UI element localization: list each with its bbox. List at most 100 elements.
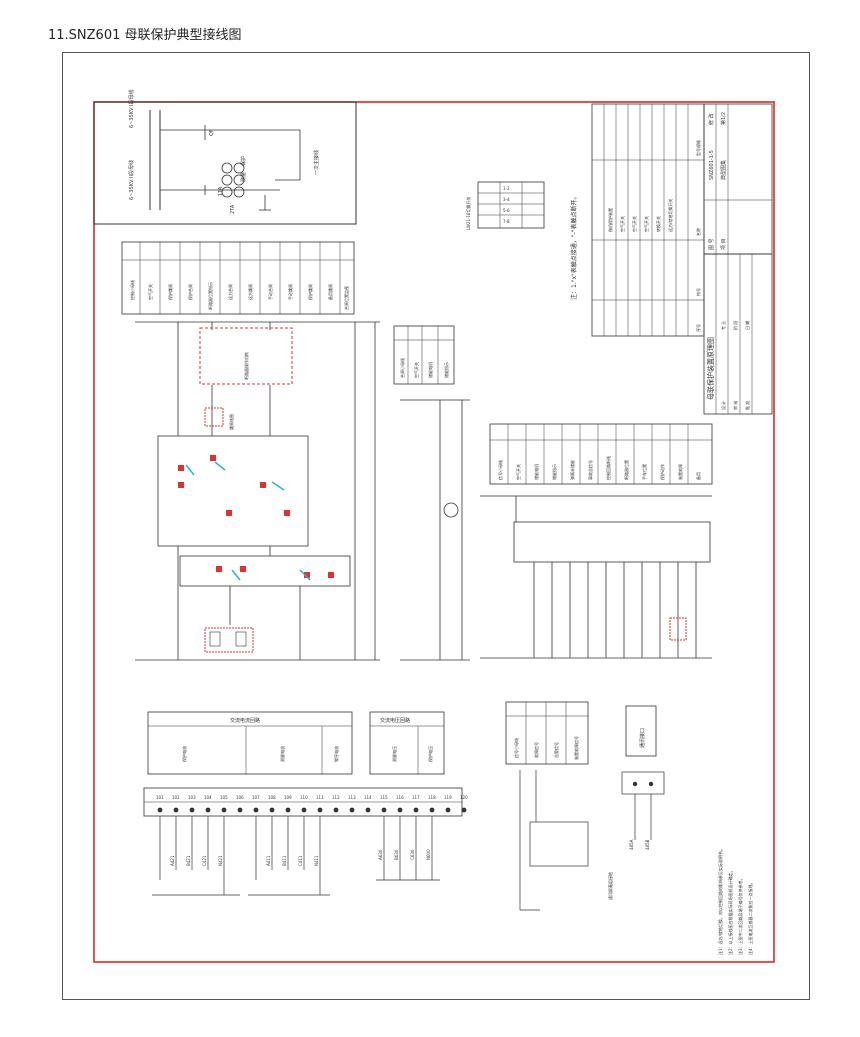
eq-header-model: 型号规格 bbox=[695, 140, 701, 156]
wire-label-4: A411 bbox=[266, 855, 271, 866]
anti-pump-box bbox=[204, 627, 254, 653]
ctl-func-9: 保护跳闸 bbox=[307, 284, 313, 300]
drawing-title: 母联保护装置原理图 bbox=[706, 337, 715, 400]
current-terminal-dot bbox=[189, 807, 195, 813]
eq-row-6: 远方/就地切换开关 bbox=[667, 199, 673, 232]
ctl-func-8: 手动跳闸 bbox=[287, 284, 293, 300]
current-terminal-label: 113 bbox=[348, 795, 356, 800]
note-4: 注4：上图电流互感器二次侧应一点接地。 bbox=[747, 880, 753, 955]
page-title: 11.SNZ601 母联保护典型接线图 bbox=[48, 28, 242, 43]
current-terminal-dot bbox=[157, 807, 163, 813]
role-stage: 阶 段 bbox=[732, 321, 738, 330]
title-block: SNZ601-1-5 典型图集 图 号 项 目 修 改 第1/2 母联保护装置原… bbox=[703, 103, 773, 415]
wire-label-5: B411 bbox=[282, 855, 287, 866]
voltage-terminal-dot bbox=[429, 807, 435, 813]
wire-label-0: A421 bbox=[170, 855, 175, 866]
current-terminal-label: 114 bbox=[364, 795, 372, 800]
wire-labels: A421 B421 C421 N421 A411 B411 C411 N411 … bbox=[170, 849, 431, 866]
eq-header-name: 名称 bbox=[695, 228, 701, 236]
current-terminal-label: 107 bbox=[252, 795, 260, 800]
motor-storage-table: 合闸小母线 空气开关 储能电机 储能指示 bbox=[393, 325, 455, 385]
role-date: 日 期 bbox=[744, 321, 750, 330]
current-terminal-dot bbox=[269, 807, 275, 813]
fault-func-3: 装置故障信号 bbox=[573, 736, 579, 760]
motor-func-1: 空气开关 bbox=[413, 362, 419, 378]
switch-pos-4: 7-8 bbox=[503, 219, 510, 224]
voltage-measure-label: 测量电压 bbox=[391, 746, 397, 762]
wire-label-1: B421 bbox=[186, 855, 191, 866]
voltage-protection-label: 保护电压 bbox=[427, 746, 433, 762]
current-terminal-label: 103 bbox=[188, 795, 196, 800]
voltage-terminal-dot bbox=[413, 807, 419, 813]
current-section-table: 交流电流回路 保护电流 测量电流 零序电流 bbox=[147, 711, 353, 775]
voltage-terminal-dot bbox=[381, 807, 387, 813]
comm-interface: 通讯接口 485A 485B 通讯屏蔽层接地 bbox=[607, 705, 665, 900]
qf-label: QF bbox=[209, 129, 215, 136]
voltage-terminal-label: 116 bbox=[396, 795, 404, 800]
sig-func-7: 断路器位置 bbox=[623, 460, 629, 480]
switch-pos-2: 3-4 bbox=[503, 197, 510, 202]
note-2: 注2：以上接线图应根据实际现场图纸设计确定。 bbox=[727, 868, 733, 955]
current-terminal-dot bbox=[237, 807, 243, 813]
vwire-label-0: A630 bbox=[378, 849, 383, 860]
primary-wiring-label: 一次主接线 bbox=[313, 150, 320, 175]
vwire-label-3: N600 bbox=[426, 849, 431, 860]
fault-func-2: 告警信号 bbox=[553, 742, 559, 758]
sig-func-10: 装置故障 bbox=[677, 464, 683, 480]
current-terminal-label: 104 bbox=[204, 795, 212, 800]
wire-label-2: C421 bbox=[202, 855, 207, 866]
motor-func-2: 储能电机 bbox=[427, 362, 433, 378]
signal-link-box bbox=[669, 617, 687, 641]
eq-row-5: 转换开关 bbox=[655, 216, 661, 232]
primary-wiring-section: 6~35KV I段母线 6~35KV II段母线 一次主接线 QF 保护 测量 … bbox=[93, 90, 357, 225]
current-zero-label: 零序电流 bbox=[333, 746, 339, 762]
drawing-sheet-border bbox=[62, 52, 810, 1000]
switch-position-table: LW21-16切换开关 1-2 3-4 5-6 7-8 bbox=[465, 181, 545, 230]
fault-func-1: 故障信号 bbox=[533, 742, 539, 758]
current-terminal-label: 105 bbox=[220, 795, 228, 800]
vwire-label-1: B630 bbox=[394, 849, 399, 860]
sig-func-0: 信号小母线 bbox=[497, 460, 503, 480]
sig-func-4: 弹簧未储能 bbox=[569, 460, 575, 480]
current-terminal-dot bbox=[285, 807, 291, 813]
eq-header-no: 序号 bbox=[695, 324, 701, 332]
eq-row-4: 空气开关 bbox=[643, 216, 649, 232]
switch-pos-3: 5-6 bbox=[503, 208, 510, 213]
voltage-terminal-dot bbox=[445, 807, 451, 813]
ctl-func-5: 远方合闸 bbox=[227, 284, 233, 300]
wire-label-3: N421 bbox=[218, 855, 223, 866]
fault-circuit bbox=[519, 770, 589, 911]
control-circuit bbox=[135, 321, 380, 661]
comm-terminal-a: 485A bbox=[629, 839, 634, 850]
voltage-section-title: 交流电压回路 bbox=[380, 717, 410, 724]
voltage-terminal-dot bbox=[461, 807, 467, 813]
current-terminal-label: 102 bbox=[172, 795, 180, 800]
current-terminal-label: 109 bbox=[284, 795, 292, 800]
role-approve: 批 准 bbox=[744, 401, 750, 410]
sig-func-3: 储能指示 bbox=[551, 464, 557, 480]
drawing-number: SNZ601-1-5 bbox=[709, 150, 715, 180]
voltage-section-table: 交流电压回路 测量电压 保护电压 bbox=[369, 711, 445, 775]
control-function-table: 控制小母线 空气开关 保护跳闸 保护合闸 断路器位置指示 远方合闸 远方跳闸 手… bbox=[121, 241, 355, 315]
eq-header-sym: 符号 bbox=[695, 288, 701, 296]
project-label: 项 目 bbox=[721, 238, 727, 250]
measure-label: 测量 bbox=[240, 172, 247, 182]
current-terminal-dot bbox=[301, 807, 307, 813]
wire-label-6: C411 bbox=[298, 855, 303, 866]
bus-label-1: 6~35KV I段母线 bbox=[128, 90, 135, 129]
legend-note: 注：1."x"表触点接通，"-"表触点断开。 bbox=[570, 194, 578, 300]
current-terminal-label: 111 bbox=[316, 795, 324, 800]
sig-func-1: 空气开关 bbox=[515, 464, 521, 480]
trip-coil-box bbox=[204, 407, 224, 427]
trip-coil-label: 跳闸线圈 bbox=[228, 414, 234, 430]
ct2-label: 2TA bbox=[230, 204, 236, 214]
voltage-terminal-label: 119 bbox=[444, 795, 452, 800]
comm-interface-label: 通讯接口 bbox=[639, 728, 646, 748]
voltage-terminal-dot bbox=[397, 807, 403, 813]
current-terminal-label: 110 bbox=[300, 795, 308, 800]
current-wiring bbox=[152, 816, 330, 896]
terminal-strip bbox=[143, 787, 463, 817]
sheet-number: 第1/2 bbox=[720, 112, 727, 125]
